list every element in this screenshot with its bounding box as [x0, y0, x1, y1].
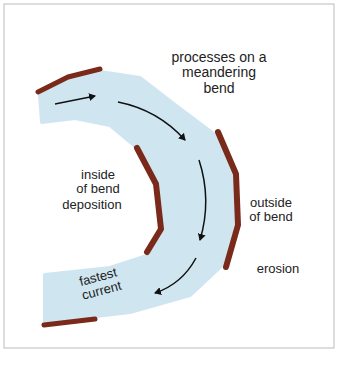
flow-arrow [118, 102, 185, 140]
outer-bank-bottom [44, 319, 95, 325]
outer-bank-erosion [218, 132, 238, 267]
process-label: erosion [246, 262, 310, 276]
frame [4, 4, 334, 348]
flow-arrow [199, 160, 206, 240]
process-label: inside of bend [74, 168, 122, 197]
flow-arrow [55, 96, 95, 104]
diagram-title: processes on a meandering bend [167, 50, 271, 96]
process-label: outside of bend [244, 196, 298, 225]
inner-bank-deposition [137, 148, 161, 252]
river-channel [40, 72, 234, 322]
process-label: deposition [52, 198, 132, 212]
outer-bank-top [38, 69, 100, 92]
flow-arrow [155, 258, 196, 293]
